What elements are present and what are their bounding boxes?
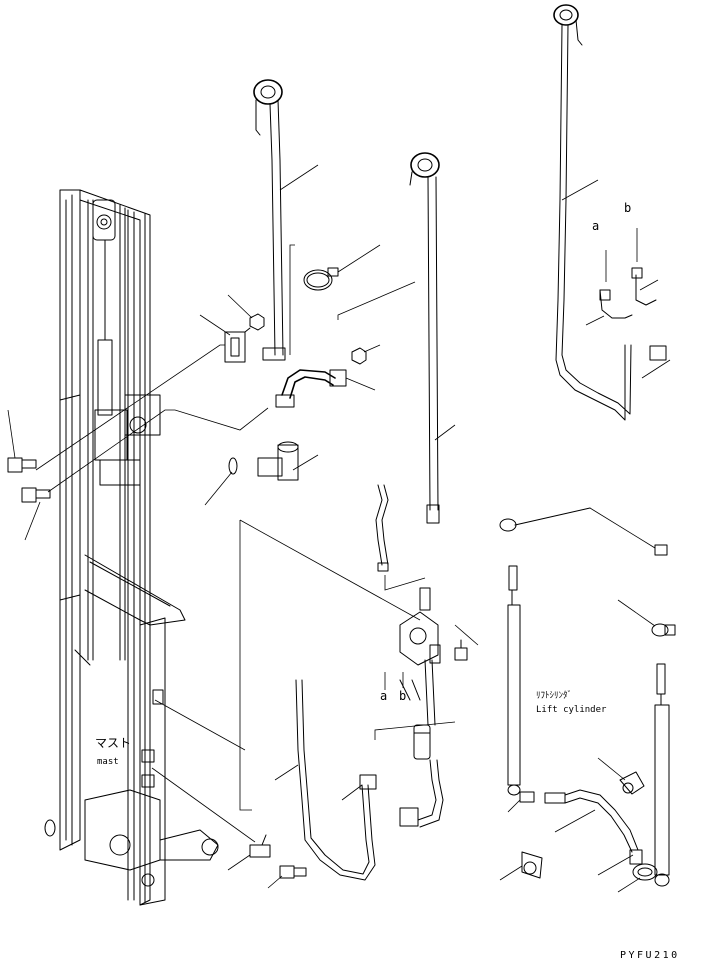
label-lift-cylinder-jp: ﾘﾌﾄｼﾘﾝﾀﾞ [536, 690, 572, 701]
hose-clip-bottom [521, 851, 543, 879]
hose-assembly-2 [409, 152, 440, 524]
hose-assembly-1 [253, 79, 286, 361]
marker-a-top: a [592, 219, 599, 233]
mast-assembly [44, 189, 219, 906]
s-pipe [375, 484, 389, 572]
hose-clamp [303, 267, 339, 291]
hose-lower-right [519, 789, 658, 881]
bolt-left-lower [21, 487, 51, 503]
bracket-clamp-upper [224, 327, 251, 363]
label-mast-en: mast [97, 757, 119, 767]
flow-regulator [413, 724, 431, 760]
label-lift-cylinder-en: Lift cylinder [536, 705, 607, 715]
hose-clip-right [619, 771, 645, 795]
hose-assembly-3 [553, 4, 667, 421]
pipe-elbow-lower [399, 759, 444, 828]
valve-block [399, 587, 441, 726]
small-hose-lower [295, 679, 377, 881]
marker-b-mid: b [399, 689, 406, 703]
label-mast-jp: マスト [95, 736, 131, 750]
swivel-fitting [257, 441, 299, 481]
bracket-bottom [249, 834, 271, 858]
drawing-code: PYFU210 [620, 950, 680, 961]
o-ring-small [228, 457, 238, 475]
bolt-bottom [279, 865, 307, 879]
clamp-right [651, 623, 676, 637]
lift-cylinder-left [507, 565, 521, 796]
lift-cylinder-right [654, 663, 670, 887]
marker-a-mid: a [380, 689, 387, 703]
hex-nut [249, 313, 265, 331]
leader-lines [7, 164, 671, 893]
pipe-elbow [275, 347, 367, 408]
bolt-mid [454, 639, 468, 661]
marker-b-top: b [624, 201, 631, 215]
tube-fitting-right [499, 507, 668, 556]
bolt-left-upper [7, 457, 37, 473]
